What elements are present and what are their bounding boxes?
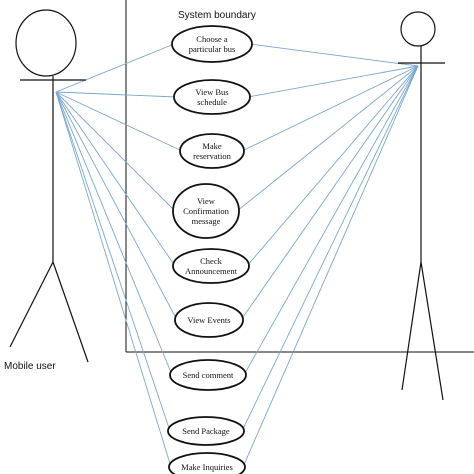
use-case-label: View Events (187, 315, 230, 325)
association-right-view-confirmation (236, 65, 419, 212)
use-case-label: Send comment (183, 370, 234, 380)
use-case-ellipse (171, 25, 253, 63)
association-left-view-events (55, 91, 178, 321)
use-case-ellipse (173, 79, 251, 115)
use-case-label: Choose a (196, 34, 228, 44)
association-left-make-inquiries (55, 91, 172, 468)
use-case-send-comment: Send comment (169, 359, 247, 391)
use-case-label: message (192, 216, 221, 226)
association-right-choose-bus (249, 43, 419, 67)
use-case-ellipse (167, 416, 245, 446)
association-right-make-inquiries (242, 65, 419, 468)
use-case-label: Make Inquiries (181, 462, 233, 472)
actor-label-mobile-user: Mobile user (4, 361, 56, 372)
association-left-view-confirmation (55, 91, 176, 212)
use-case-ellipse (168, 452, 246, 474)
association-right-make-reservation (241, 65, 419, 152)
association-left-send-package (55, 91, 171, 432)
use-case-ellipse (172, 183, 240, 239)
association-left-send-comment (55, 91, 173, 376)
use-case-ellipse (172, 248, 250, 284)
use-case-ellipse (179, 133, 245, 169)
use-case-label: Announcement (185, 266, 238, 276)
system-boundary-label: System boundary (178, 10, 256, 21)
use-case-make-inquiries: Make Inquiries (168, 452, 246, 474)
association-right-view-schedule (247, 65, 419, 98)
use-case-ellipse (169, 359, 247, 391)
association-left-view-schedule (55, 91, 177, 98)
association-right-check-announcement (246, 65, 419, 267)
use-case-label: reservation (193, 151, 232, 161)
use-case-label: particular bus (189, 44, 236, 54)
use-case-ellipse (174, 302, 244, 338)
use-case-send-package: Send Package (167, 416, 245, 446)
actor-right (398, 11, 445, 401)
use-case-label: Confirmation (183, 206, 230, 216)
use-case-label: View (197, 196, 216, 206)
association-right-send-package (241, 65, 419, 432)
use-case-view-events: View Events (174, 302, 244, 338)
use-case-label: schedule (197, 97, 227, 107)
association-lines (55, 43, 419, 468)
association-left-make-reservation (55, 91, 183, 152)
association-left-choose-bus (55, 43, 175, 93)
association-right-view-events (240, 65, 419, 321)
system-boundary: System boundary (125, 0, 474, 353)
use-case-label: Check (200, 256, 222, 266)
association-right-send-comment (243, 65, 419, 376)
actor-mobile-user (9, 9, 89, 363)
use-case-label: Send Package (182, 426, 230, 436)
association-left-check-announcement (55, 91, 176, 267)
use-case-label: Make (202, 141, 222, 151)
use-case-label: View Bus (195, 87, 228, 97)
